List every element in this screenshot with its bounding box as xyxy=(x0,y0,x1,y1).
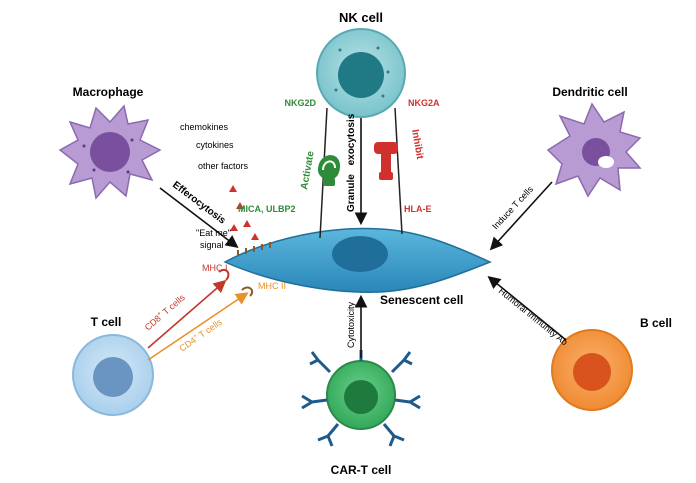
cytotoxicity-label: Cytotoxicity xyxy=(346,301,356,348)
b-cell-label: B cell xyxy=(640,316,672,330)
cd8-arrow xyxy=(147,279,227,349)
dendritic-cell-label: Dendritic cell xyxy=(552,85,627,99)
granule-word: Granule xyxy=(346,174,357,212)
cd8-plus: + xyxy=(156,311,163,318)
t-cell-label: T cell xyxy=(91,315,122,329)
activate-receptor xyxy=(318,155,340,186)
mhc1-label: MHC I xyxy=(202,263,228,273)
eat-me-receptors xyxy=(237,242,271,256)
macrophage-label: Macrophage xyxy=(73,85,144,99)
nkg2d-label: NKG2D xyxy=(284,98,316,108)
factor-cytokines: cytokines xyxy=(196,140,234,150)
induce-arrow xyxy=(489,181,553,251)
car-t-cell xyxy=(326,360,396,430)
factor-chemokines: chemokines xyxy=(180,122,229,132)
eat-me-label-1: "Eat me" xyxy=(196,228,231,238)
nkg2a-label: NKG2A xyxy=(408,98,440,108)
mica-label: MICA, ULBP2 xyxy=(238,204,296,214)
cd8-suffix: T cells xyxy=(159,292,187,318)
mhc2-icon xyxy=(241,286,254,297)
mhc2-label: MHC II xyxy=(258,281,286,291)
granule-label: Granule exocytosis xyxy=(346,113,357,212)
cd4-plus: + xyxy=(192,333,199,340)
exocytosis-word: exocytosis xyxy=(346,113,357,165)
cd4-arrow xyxy=(147,292,249,361)
activate-label: Activate xyxy=(299,150,317,191)
efferocytosis-arrow xyxy=(159,187,239,248)
nk-cell xyxy=(316,28,406,118)
cd8-label: CD8+ T cells xyxy=(143,292,187,332)
macrophage xyxy=(58,104,162,200)
nk-cell-label: NK cell xyxy=(339,10,383,25)
inhibit-label: Inhibit xyxy=(409,129,425,161)
mhc1-icon xyxy=(218,268,230,281)
dendritic-cell xyxy=(546,102,642,198)
b-cell xyxy=(551,329,633,411)
cd4-suffix: T cells xyxy=(195,317,224,342)
car-t-cell-label: CAR-T cell xyxy=(331,463,392,477)
eat-me-label-2: signal xyxy=(200,240,224,250)
senescent-cell xyxy=(223,227,492,293)
factor-other: other factors xyxy=(198,161,249,171)
t-cell xyxy=(72,334,154,416)
nkg2a-connector xyxy=(394,107,403,235)
inhibit-receptor xyxy=(374,142,398,180)
humoral-arrow xyxy=(487,275,567,341)
senescent-cell-label: Senescent cell xyxy=(380,293,463,307)
car-receptors xyxy=(301,350,421,447)
hla-e-label: HLA-E xyxy=(404,204,432,214)
humoral-label: Humoral immunity Ab xyxy=(497,286,570,348)
